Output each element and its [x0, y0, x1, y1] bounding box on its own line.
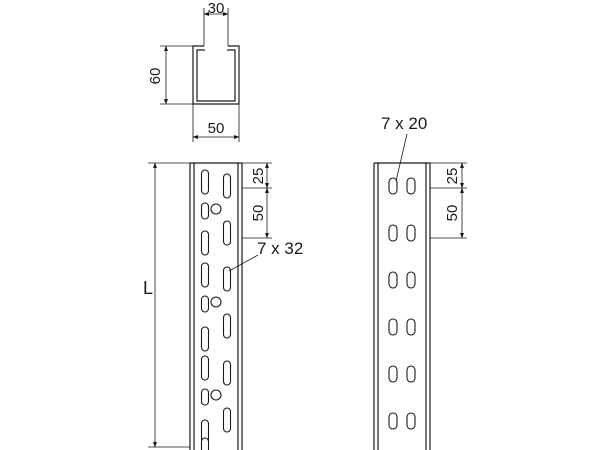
slot-right-long: [222, 360, 232, 386]
slot-column-right: [406, 318, 416, 336]
dim-label-left-first-pitch: 25: [250, 168, 267, 185]
right-profile: 25 50 7 x 20: [373, 114, 467, 450]
slot-left-long: [200, 355, 210, 381]
dim-label-height: 60: [147, 68, 164, 85]
dim-label-right-pitch: 50: [444, 205, 461, 222]
slot-left-long: [200, 169, 210, 195]
slot-column-left: [388, 177, 398, 195]
dim-label-length: L: [143, 278, 153, 298]
round-hole: [210, 203, 222, 215]
slot-right-long: [222, 313, 232, 339]
slot-column-left: [388, 318, 398, 336]
slot-right-long: [222, 407, 232, 433]
slot-left-long: [200, 326, 210, 352]
slot-right-long: [222, 220, 232, 246]
slot-column-left: [388, 412, 398, 430]
left-profile-slots: [200, 169, 232, 450]
dim-label-left-pitch: 50: [250, 205, 267, 222]
slot-left-short: [200, 202, 210, 220]
cross-section-outline: [192, 45, 240, 105]
slot-right-long: [222, 266, 232, 292]
round-hole: [210, 389, 222, 401]
slot-column-left: [388, 271, 398, 289]
left-profile: L 25 50 7 x 32: [143, 162, 303, 450]
right-profile-slots: [388, 177, 416, 430]
dim-label-width: 50: [208, 120, 225, 137]
slot-left-short: [200, 295, 210, 313]
slot-label-left: 7 x 32: [257, 239, 303, 258]
slot-left-long: [200, 262, 210, 288]
dim-label-opening: 30: [208, 0, 225, 17]
cross-section: 30 60 50: [147, 0, 240, 142]
round-hole: [210, 296, 222, 308]
slot-column-left: [388, 365, 398, 383]
slot-label-right: 7 x 20: [381, 114, 427, 133]
slot-column-left: [388, 224, 398, 242]
slot-column-right: [406, 365, 416, 383]
slot-left-short: [200, 388, 210, 406]
leader-left-slot: [228, 254, 259, 272]
slot-left-long: [200, 230, 210, 256]
slot-column-right: [406, 177, 416, 195]
slot-left-short: [200, 437, 210, 450]
dim-label-right-first-pitch: 25: [444, 168, 461, 185]
slot-column-right: [406, 224, 416, 242]
leader-right-slot: [395, 133, 408, 182]
slot-right-long: [222, 173, 232, 199]
cross-section-inner: [196, 49, 236, 102]
slot-column-right: [406, 412, 416, 430]
slot-column-right: [406, 271, 416, 289]
